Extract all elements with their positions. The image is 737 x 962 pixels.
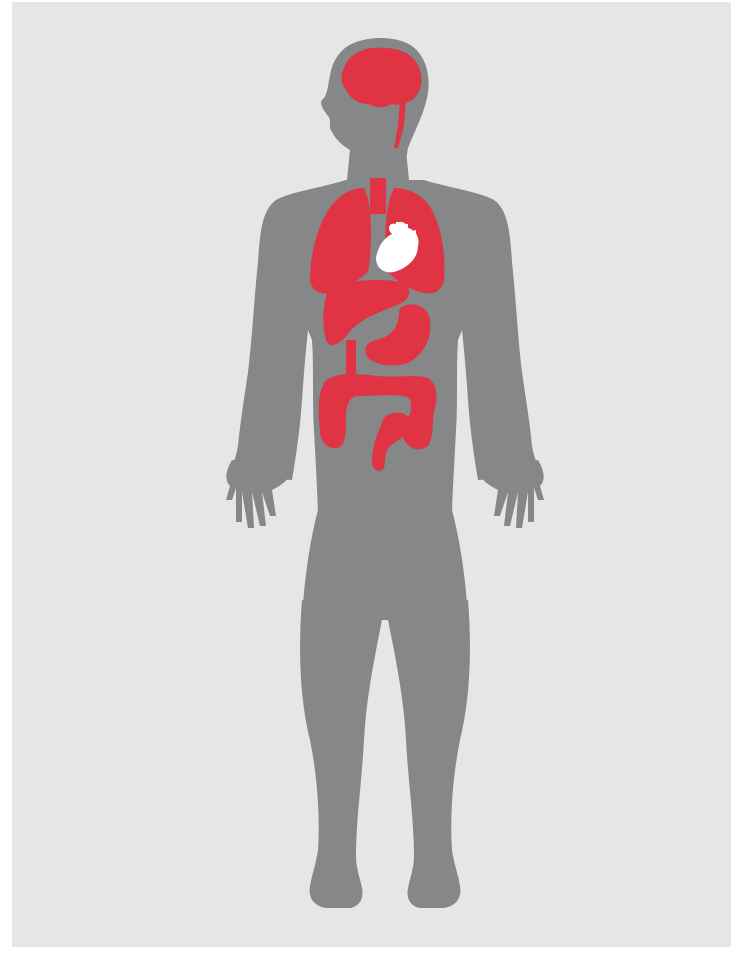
brain <box>341 48 421 107</box>
trachea <box>370 178 386 214</box>
pelvis <box>302 510 468 620</box>
left-hand <box>226 460 292 528</box>
small-intestine <box>346 340 356 380</box>
body-silhouette <box>226 38 544 908</box>
right-hand <box>478 460 544 528</box>
right-leg <box>388 600 470 908</box>
left-leg <box>300 600 382 908</box>
